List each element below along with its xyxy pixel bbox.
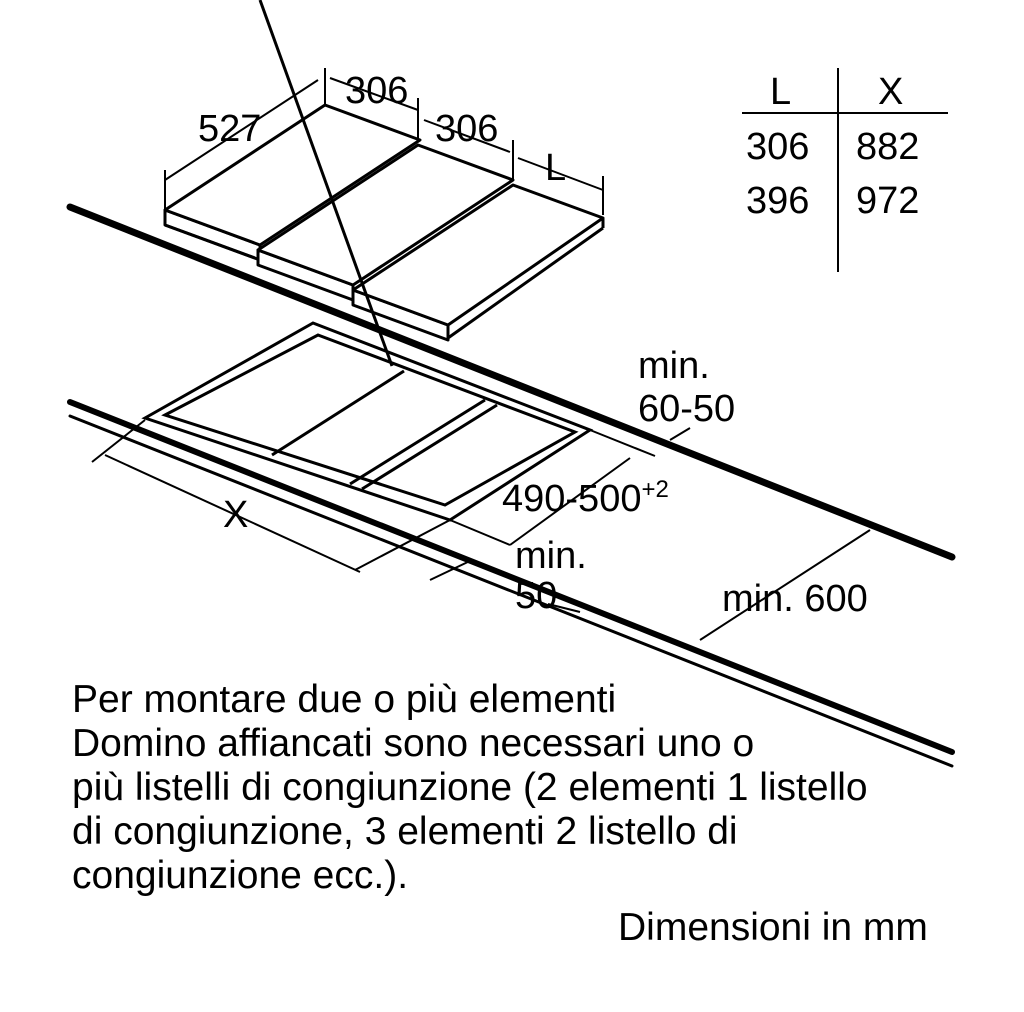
joining-strip-1a [258, 0, 394, 367]
note-line: più listelli di congiunzione (2 elementi… [72, 766, 868, 809]
dim-width1-label: 306 [345, 70, 408, 112]
joining-strip-2a [349, 398, 486, 486]
dim-cutout-depth-tolerance: +2 [641, 476, 668, 503]
dim-worktop-min-label: min. 600 [722, 578, 868, 620]
size-table: L X 306 882 396 972 [742, 68, 948, 272]
size-table-cell: 972 [856, 180, 919, 222]
cooktop-unit-3-edge-2 [447, 226, 604, 340]
dim-width2-label: 306 [435, 108, 498, 150]
dim-cutout-width-label: X [223, 494, 248, 536]
joining-strip-1b [271, 369, 405, 457]
dim-back-min-line1: min. [638, 345, 710, 387]
dim-back-min-line2: 60-50 [638, 388, 735, 430]
cooktop-unit-1-top [163, 103, 422, 247]
top-dimension-lines [164, 68, 604, 215]
joining-strip-2b [361, 403, 498, 491]
note-line: congiunzione ecc.). [72, 854, 409, 897]
size-table-cell: 396 [746, 180, 809, 222]
worktop-front-edge-top [67, 399, 955, 755]
installation-note: Per montare due o più elementi Domino af… [72, 678, 972, 898]
units-label: Dimensioni in mm [618, 906, 928, 949]
cutout-inner [161, 333, 579, 507]
dim-cutout-depth-label: 490-500+2 [502, 476, 669, 520]
size-table-cell: 306 [746, 126, 809, 168]
dim-front-min-line2: 50 [515, 575, 557, 617]
size-table-header-x: X [878, 71, 903, 113]
dim-depth-label: 527 [198, 108, 261, 150]
worktop-back-edge [66, 203, 956, 561]
dim-front-min-line1: min. [515, 535, 587, 577]
note-line: di congiunzione, 3 elementi 2 listello d… [72, 810, 738, 853]
worktop-front-edge-bottom [68, 414, 954, 768]
lower-dimension-lines [91, 419, 871, 641]
note-line: Domino affiancati sono necessari uno o [72, 722, 755, 765]
size-table-cell: 882 [856, 126, 919, 168]
cooktop-unit-1-front [164, 223, 256, 260]
worktop [66, 203, 956, 768]
dim-cutout-depth-value: 490-500 [502, 478, 641, 520]
cooktop-units [163, 103, 605, 342]
size-table-header-l: L [770, 71, 791, 113]
note-line: Per montare due o più elementi [72, 678, 617, 721]
dim-width-var-label: L [545, 147, 566, 189]
